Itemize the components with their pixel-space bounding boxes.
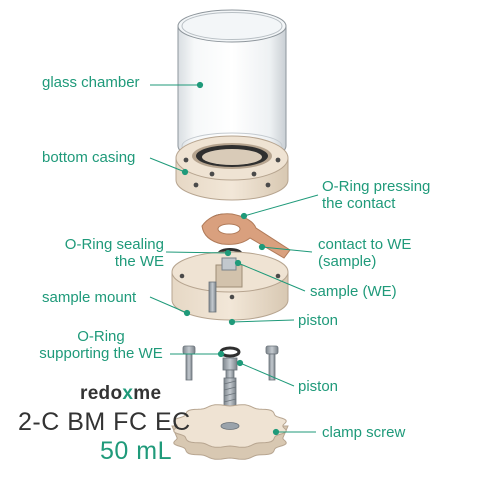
leader-lines <box>149 81 319 436</box>
label-piston-upper: piston <box>298 312 339 329</box>
bolts-part <box>182 345 279 381</box>
clamp-screw-knob-part <box>171 404 289 460</box>
model-name: 2-C BM FC EC <box>18 408 191 436</box>
bottom-casing-part <box>175 135 289 201</box>
label-glass-chamber: glass chamber <box>42 74 140 91</box>
brand-logo: redoxme <box>80 383 162 404</box>
label-piston-lower: piston <box>298 378 339 395</box>
sample-mount-part <box>171 251 289 321</box>
label-oring-pressing: O-Ring pressing the contact <box>322 178 431 212</box>
label-sample-mount: sample mount <box>42 289 137 306</box>
piston-lower-part <box>222 357 238 379</box>
label-oring-sealing: O-Ring sealing the WE <box>64 236 164 270</box>
volume-label: 50 mL <box>100 437 172 465</box>
piston-upper-part <box>208 281 217 313</box>
glass-chamber-part <box>177 9 287 163</box>
label-bottom-casing: bottom casing <box>42 149 136 166</box>
label-sample-we: sample (WE) <box>310 283 397 300</box>
label-oring-supporting: O-Ring supporting the WE <box>39 328 163 362</box>
label-contact-to-we: contact to WE (sample) <box>318 236 412 270</box>
label-clamp-screw: clamp screw <box>322 424 406 441</box>
copper-contact-part <box>201 213 291 259</box>
